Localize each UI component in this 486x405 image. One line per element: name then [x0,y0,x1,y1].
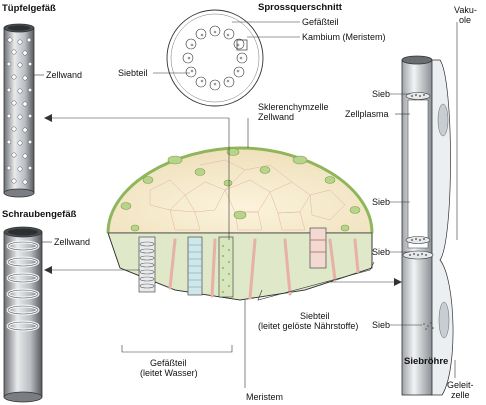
label-vacuole-line1: Vaku- [454,5,477,15]
arrow-to-spiral-vessel [44,266,52,274]
label-cell-wall-top: Zellwand [46,70,83,80]
label-cell-wall-mid: Zellwand [54,237,91,247]
label-stem-cross-section: Sprossquerschnitt [258,2,342,13]
spiral-vessel [3,226,52,403]
label-cytoplasm: Zellplasma [345,109,389,119]
stem-cross-section [153,9,300,107]
label-phloem-line2: (leitet gelöste Nährstoffe) [258,321,359,331]
label-companion-cell-line1: Geleit- [447,380,474,390]
arrow-to-pitted-vessel [44,114,52,122]
label-sclerenchyma-line1: Sklerenchymzelle [258,102,329,112]
label-xylem-line2: (leitet Wasser) [140,368,198,378]
label-sclerenchyma-line2: Zellwand [258,112,295,122]
label-xylem-line1: Gefäßteil [150,358,187,368]
label-phloem-small: Siebteil [118,68,148,78]
label-meristem: Meristem [246,392,284,402]
label-sieve-3: Sieb [372,247,391,257]
label-pitted-vessel: Tüpfelgefäß [2,3,56,14]
label-vacuole-line2: ole [459,15,472,25]
label-companion-cell-line2: zelle [451,390,470,400]
pitted-vessel [3,23,44,198]
label-spiral-vessel: Schraubengefäß [2,209,77,220]
label-sieve-4: Sieb [372,320,391,330]
sieve-tube [390,22,458,396]
stem-dome [50,117,398,388]
label-cambium: Kambium (Meristem) [302,32,386,42]
arrow-to-sieve-tube [394,278,402,286]
label-sieve-1: Sieb [372,89,391,99]
label-vascular-part-small: Gefäßteil [302,17,339,27]
label-sieve-tube: Siebröhre [404,356,449,367]
label-phloem-line1: Siebteil [300,311,330,321]
label-sieve-2: Sieb [372,197,391,207]
